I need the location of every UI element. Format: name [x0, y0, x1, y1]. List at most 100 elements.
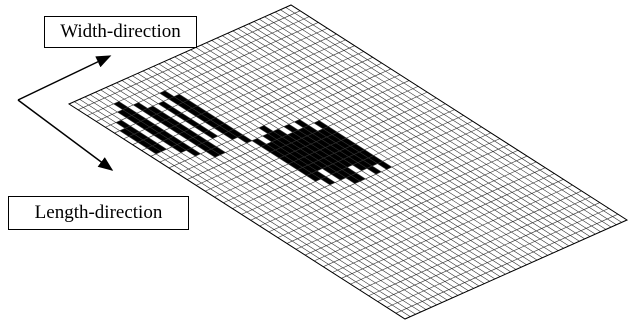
filled-cell — [354, 152, 369, 161]
grid-line-length — [269, 14, 607, 230]
filled-cell — [168, 96, 184, 105]
filled-cell — [307, 133, 322, 142]
filled-cell — [196, 143, 212, 152]
filled-cell — [331, 171, 346, 181]
filled-cell — [313, 160, 328, 169]
filled-cell — [298, 127, 313, 136]
filled-cell — [165, 117, 181, 126]
filled-cell — [298, 156, 314, 166]
width-direction-arrow — [17, 55, 112, 101]
filled-cell — [228, 129, 243, 138]
filled-cell — [287, 132, 302, 141]
filled-cell — [284, 153, 299, 162]
filled-cell — [177, 102, 193, 111]
filled-cell — [174, 94, 189, 103]
filled-cell — [152, 143, 167, 152]
grid-line-length — [222, 35, 559, 251]
filled-cell — [203, 130, 218, 139]
filled-cell — [183, 100, 198, 109]
grid-line-length — [137, 73, 474, 289]
filled-cell — [311, 170, 327, 180]
filled-cell — [318, 158, 333, 167]
filled-cell — [187, 137, 203, 146]
filled-cell — [285, 142, 301, 152]
filled-cell — [168, 136, 183, 145]
grid-line-length — [158, 63, 496, 280]
filled-cell — [266, 141, 281, 150]
filled-cell — [267, 131, 283, 140]
filled-cell — [289, 151, 305, 160]
grid-line-length — [259, 18, 596, 235]
filled-cell — [219, 123, 234, 132]
filled-cell — [352, 162, 367, 171]
filled-cell — [300, 146, 315, 155]
grid-line-length — [280, 9, 617, 225]
filled-cell — [117, 109, 132, 118]
filled-cell — [280, 145, 296, 154]
filled-cell — [313, 120, 329, 129]
filled-cell — [202, 140, 217, 150]
filled-cell — [113, 101, 128, 110]
filled-cell — [305, 144, 321, 153]
filled-cell — [295, 148, 310, 157]
grid-line-length — [89, 94, 427, 310]
grid-line-length — [227, 33, 564, 249]
filled-cell — [341, 138, 356, 147]
grid-line-length — [253, 21, 591, 237]
filled-cell — [251, 138, 267, 147]
grid-line-length — [185, 51, 522, 268]
filled-cell — [302, 165, 318, 174]
filled-cell — [317, 128, 333, 137]
grid-line-length — [190, 49, 527, 266]
grid-line-length — [74, 101, 411, 317]
filled-cell — [186, 147, 201, 157]
filled-cell — [146, 145, 162, 154]
filled-cell — [288, 161, 303, 170]
filled-cell — [345, 175, 361, 184]
filled-cell — [323, 155, 339, 164]
filled-cell — [261, 144, 276, 153]
filled-cell — [348, 154, 364, 163]
filled-cell — [292, 130, 308, 139]
grid-line-length — [126, 77, 464, 294]
grid-line-length — [121, 80, 459, 296]
mesh-grid — [67, 4, 629, 320]
filled-cell — [343, 156, 358, 165]
grid-line-length — [216, 37, 554, 254]
grid-line-length — [169, 58, 506, 275]
filled-cell — [178, 131, 194, 140]
filled-cell — [329, 153, 344, 162]
grid-border — [67, 4, 629, 320]
filled-cell — [143, 137, 158, 146]
filled-cell — [363, 157, 378, 166]
grid-line-length — [174, 56, 511, 273]
grid-line-length — [248, 23, 585, 240]
filled-cell — [115, 120, 131, 129]
filled-cell — [147, 106, 162, 115]
filled-cell — [332, 161, 348, 170]
filled-cell — [275, 147, 290, 156]
filled-cell — [262, 133, 277, 142]
filled-cell — [320, 176, 336, 185]
filled-cell — [296, 138, 311, 147]
grid-line-length — [84, 96, 422, 313]
length-direction-label: Length-direction — [8, 196, 189, 230]
filled-cell — [124, 125, 140, 135]
grid-line-length — [237, 28, 575, 244]
filled-cell — [186, 108, 202, 117]
filled-cell — [126, 115, 141, 124]
filled-cell — [192, 105, 207, 115]
filled-cell — [316, 139, 331, 148]
filled-cell — [196, 114, 211, 123]
grid-line-length — [79, 99, 416, 315]
grid-line-length — [148, 68, 485, 284]
filled-cell — [322, 126, 338, 135]
filled-cell — [174, 123, 190, 132]
filled-cell — [273, 128, 288, 138]
filled-cell — [134, 131, 149, 140]
grid-line-length — [211, 40, 548, 256]
filled-cell — [135, 121, 150, 130]
filled-cell — [151, 114, 166, 123]
filled-cell — [271, 139, 286, 148]
grid-line-length — [195, 47, 533, 263]
